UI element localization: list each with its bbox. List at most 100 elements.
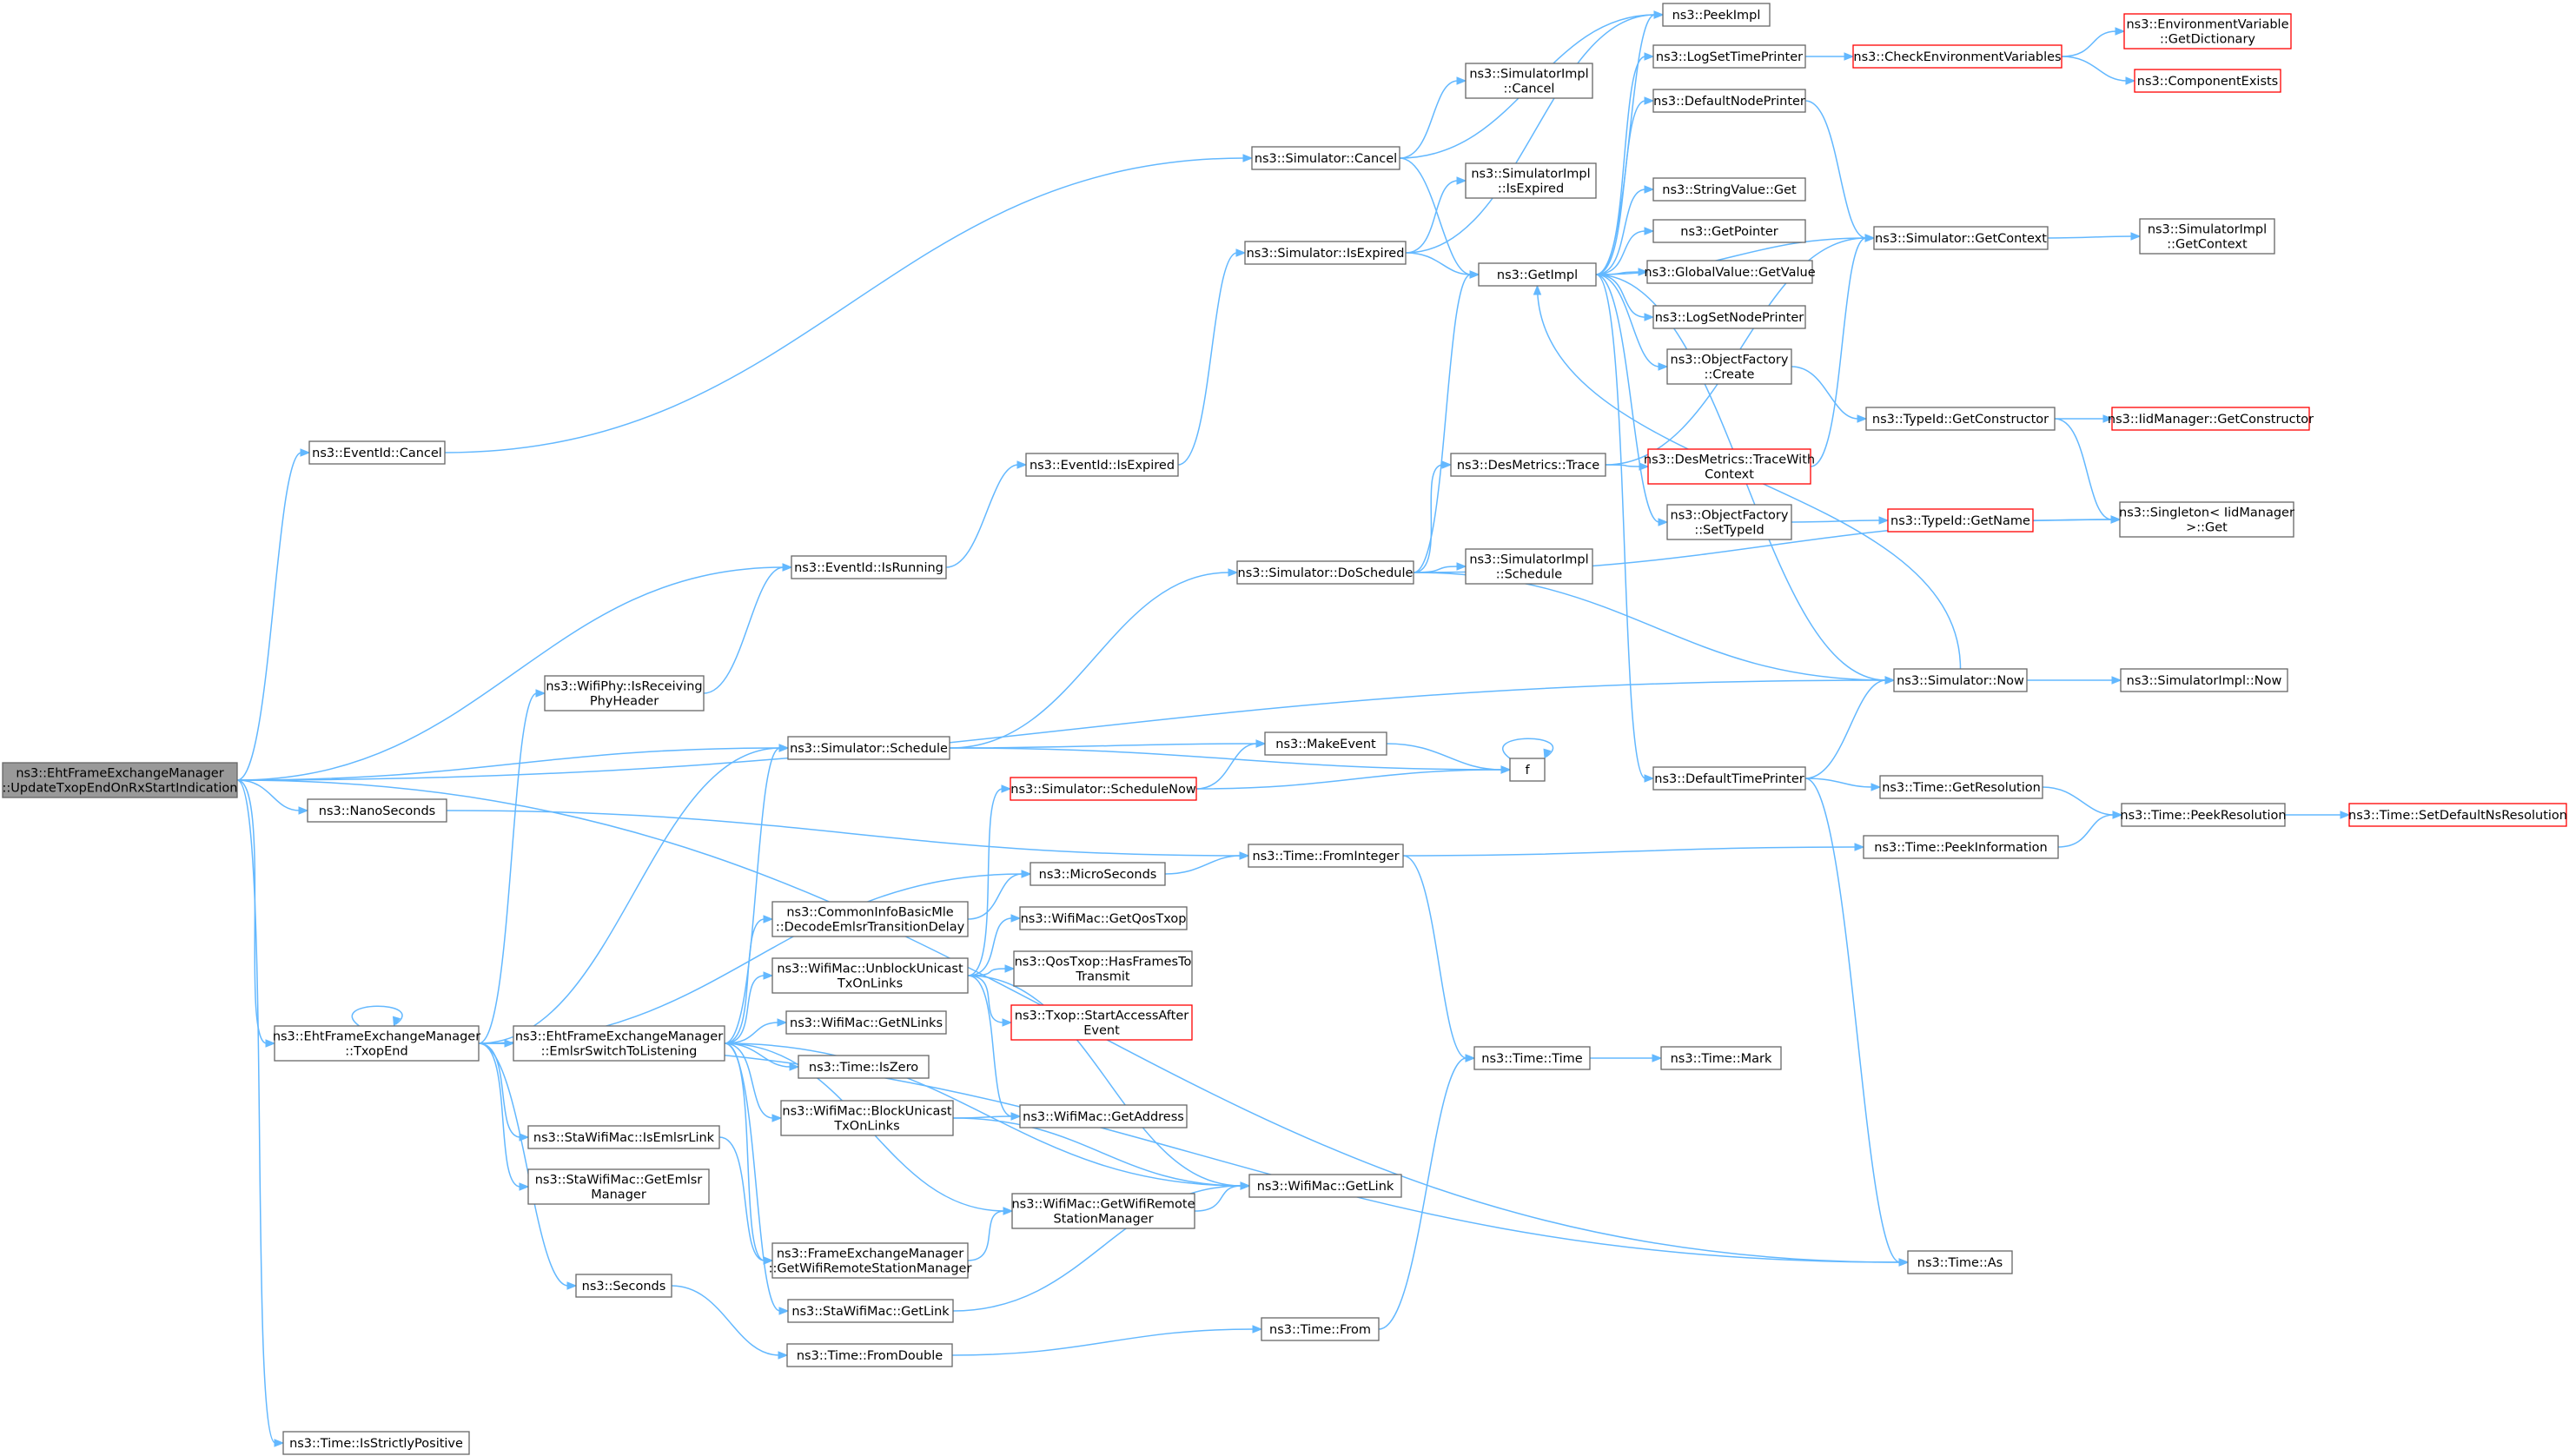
node-root[interactable]: ns3::EhtFrameExchangeManager::UpdateTxop… [2,762,238,798]
node-getResolution[interactable]: ns3::Time::GetResolution [1879,775,2043,799]
node-box [2139,218,2275,255]
edge-simIsExpired-to-getImpl [1405,252,1480,279]
node-timeIsZero[interactable]: ns3::Time::IsZero [798,1055,930,1079]
node-label: ::UpdateTxopEndOnRxStartIndication [3,782,238,796]
node-logSetTimePrinter[interactable]: ns3::LogSetTimePrinter [1652,44,1806,69]
node-staGetLink[interactable]: ns3::StaWifiMac::GetLink [787,1299,954,1323]
edge-arrowhead [265,1039,276,1048]
edge-line [1804,778,1901,1263]
node-isRunning[interactable]: ns3::EventId::IsRunning [791,555,947,579]
node-fromDouble[interactable]: ns3::Time::FromDouble [786,1343,953,1367]
node-label: Event [1083,1024,1120,1038]
node-femGetRsm[interactable]: ns3::FrameExchangeManager::GetWifiRemote… [769,1242,972,1279]
node-f[interactable]: f [1509,758,1546,782]
node-globalValueGet[interactable]: ns3::GlobalValue::GetValue [1644,260,1816,284]
node-simImplGetContext[interactable]: ns3::SimulatorImpl::GetContext [2139,218,2275,255]
node-makeEvent[interactable]: ns3::MakeEvent [1264,731,1387,756]
edge-line [967,917,1013,976]
node-envGetDict[interactable]: ns3::EnvironmentVariable::GetDictionary [2123,13,2292,50]
node-label: ns3::StaWifiMac::IsEmlsrLink [533,1131,715,1145]
node-timeMark[interactable]: ns3::Time::Mark [1660,1046,1782,1070]
edge-arrowhead [1469,270,1480,279]
edge-arrowhead [763,1256,774,1265]
node-scheduleNow[interactable]: ns3::Simulator::ScheduleNow [1010,777,1197,801]
edge-arrowhead [1644,227,1655,235]
node-label: f [1525,764,1530,778]
node-getNLinks[interactable]: ns3::WifiMac::GetNLinks [785,1010,947,1035]
node-macGetLink[interactable]: ns3::WifiMac::GetLink [1248,1174,1402,1198]
edge-arrowhead [1533,284,1542,295]
node-simCancel[interactable]: ns3::Simulator::Cancel [1251,146,1400,170]
node-simNow[interactable]: ns3::Simulator::Now [1893,668,2028,692]
node-cancel[interactable]: ns3::EventId::Cancel [308,440,446,465]
node-componentExists[interactable]: ns3::ComponentExists [2134,69,2281,93]
node-peekInformation[interactable]: ns3::Time::PeekInformation [1863,835,2059,859]
node-label: ns3::EventId::IsRunning [794,561,944,575]
node-emlsrSwitch[interactable]: ns3::EhtFrameExchangeManager::EmlsrSwitc… [513,1025,725,1062]
node-peekResolution[interactable]: ns3::Time::PeekResolution [2120,803,2287,827]
node-simImplNow[interactable]: ns3::SimulatorImpl::Now [2120,668,2288,692]
node-simImplCancel[interactable]: ns3::SimulatorImpl::Cancel [1465,63,1593,99]
node-isStrictlyPositive[interactable]: ns3::Time::IsStrictlyPositive [282,1431,470,1455]
node-setDefaultNs[interactable]: ns3::Time::SetDefaultNsResolution [2348,803,2567,827]
node-checkEnv[interactable]: ns3::CheckEnvironmentVariables [1852,44,2062,69]
edge-emlsrSwitch-to-blockUnicast [724,1042,783,1122]
node-objFactorySetTypeId[interactable]: ns3::ObjectFactory::SetTypeId [1666,504,1792,540]
edge-line [1791,520,1881,523]
node-eventIsExpired[interactable]: ns3::EventId::IsExpired [1025,453,1179,477]
node-macGetRsm[interactable]: ns3::WifiMac::GetWifiRemoteStationManage… [1011,1193,1195,1229]
node-simImplSchedule[interactable]: ns3::SimulatorImpl::Schedule [1465,548,1593,585]
node-microSeconds[interactable]: ns3::MicroSeconds [1030,862,1166,886]
node-simIsExpired[interactable]: ns3::Simulator::IsExpired [1244,241,1407,265]
node-peekImpl[interactable]: ns3::PeekImpl [1662,3,1771,27]
node-fromInteger[interactable]: ns3::Time::FromInteger [1248,844,1404,868]
node-txopEnd[interactable]: ns3::EhtFrameExchangeManager::TxopEnd [273,1025,480,1062]
node-logSetNodePrinter[interactable]: ns3::LogSetNodePrinter [1652,305,1806,329]
edge-traceWithContext-to-simGetContext [1810,234,1876,467]
node-box [1652,44,1806,69]
node-box [513,1025,725,1062]
node-stringValueGet[interactable]: ns3::StringValue::Get [1652,177,1806,202]
edge-arrowhead [1864,234,1876,242]
node-label: TxOnLinks [833,1120,899,1134]
edge-checkEnv-to-envGetDict [2061,27,2126,57]
node-timeFrom[interactable]: ns3::Time::From [1261,1317,1380,1341]
edge-logSetTimePrinter-to-checkEnv [1805,52,1855,61]
node-getImpl[interactable]: ns3::GetImpl [1478,262,1597,287]
node-simImplIsExpired[interactable]: ns3::SimulatorImpl::IsExpired [1465,162,1597,199]
node-nanoSeconds[interactable]: ns3::NanoSeconds [307,798,447,823]
node-typeIdGetCtor[interactable]: ns3::TypeId::GetConstructor [1865,407,2056,431]
node-singletonGet[interactable]: ns3::Singleton< IidManager>::Get [2119,501,2294,538]
edge-line [967,975,1004,1023]
node-schedule[interactable]: ns3::Simulator::Schedule [787,736,950,760]
node-getQosTxop[interactable]: ns3::WifiMac::GetQosTxop [1019,906,1188,930]
node-typeIdGetName[interactable]: ns3::TypeId::GetName [1887,508,2034,533]
node-doSchedule[interactable]: ns3::Simulator::DoSchedule [1236,560,1414,585]
edge-cancel-to-simCancel [444,154,1254,453]
node-seconds[interactable]: ns3::Seconds [575,1274,672,1298]
node-defaultTimePrinter[interactable]: ns3::DefaultTimePrinter [1652,766,1806,791]
node-box [1264,731,1387,756]
node-decodeEmlsr[interactable]: ns3::CommonInfoBasicMle::DecodeEmlsrTran… [771,901,969,937]
node-simGetContext[interactable]: ns3::Simulator::GetContext [1873,226,2049,250]
node-objFactoryCreate[interactable]: ns3::ObjectFactory::Create [1666,348,1792,385]
node-desTrace[interactable]: ns3::DesMetrics::Trace [1450,453,1606,477]
node-getPointer[interactable]: ns3::GetPointer [1652,219,1806,243]
node-getAddress[interactable]: ns3::WifiMac::GetAddress [1019,1104,1188,1128]
edge-getImpl-to-defaultTimePrinter [1595,274,1655,783]
node-timeAs[interactable]: ns3::Time::As [1907,1250,2013,1274]
edge-arrowhead [1242,154,1254,162]
node-staIsEmlsrLink[interactable]: ns3::StaWifiMac::IsEmlsrLink [527,1125,720,1149]
node-defaultNodePrinter[interactable]: ns3::DefaultNodePrinter [1652,89,1806,113]
node-box [1248,844,1404,868]
node-timeTime[interactable]: ns3::Time::Time [1473,1046,1591,1070]
node-iidGetCtor[interactable]: ns3::IidManager::GetConstructor [2108,407,2314,431]
node-label: ns3::WifiMac::GetLink [1257,1180,1394,1194]
